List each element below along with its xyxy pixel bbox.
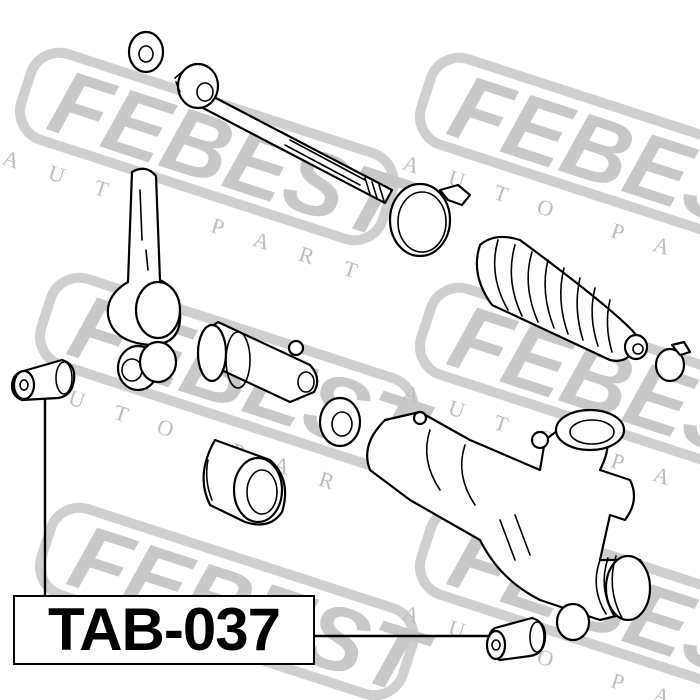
seal-ring [318, 396, 362, 448]
bracket-arm [106, 167, 182, 392]
washer [127, 30, 165, 74]
part-number-label: TAB-037 [13, 595, 315, 665]
clamp-small [654, 340, 692, 383]
sleeve [196, 320, 319, 404]
tie-rod [174, 62, 394, 205]
clamp-large [388, 182, 472, 258]
rack-bushing-left [10, 358, 76, 402]
mount-bushing [202, 438, 287, 526]
watermark-top-right: FEBEST A U T O P A [400, 52, 700, 267]
rack-bushing-right [485, 616, 547, 662]
rack-housing [366, 408, 652, 642]
boot [475, 235, 649, 362]
part-number-text: TAB-037 [48, 596, 281, 663]
